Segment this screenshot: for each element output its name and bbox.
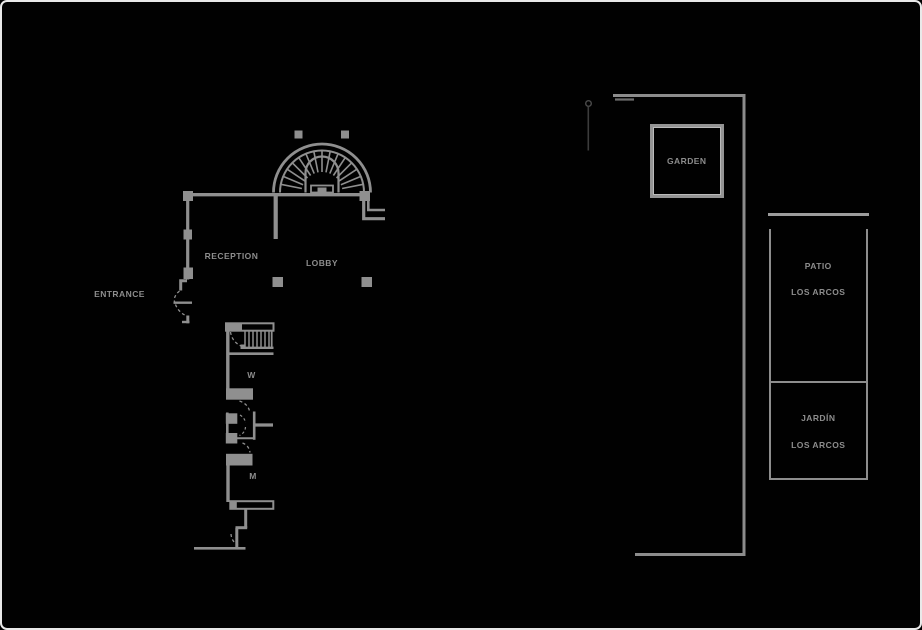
columns xyxy=(183,191,372,287)
entrance-door xyxy=(173,279,192,324)
stair-center-post xyxy=(317,187,327,193)
pole-marker xyxy=(585,99,593,151)
restroom-corridor xyxy=(194,330,275,550)
garden-box: GARDEN xyxy=(649,123,724,198)
lobby-label: LOBBY xyxy=(306,257,338,268)
corridor-stair xyxy=(225,322,275,356)
garden-label: GARDEN xyxy=(666,155,707,166)
w-room-wall xyxy=(226,388,253,400)
stair-post-right xyxy=(341,130,349,139)
reception-walls xyxy=(186,192,385,280)
spiral-staircase xyxy=(272,130,372,194)
jardin-label-line1: JARDÍN xyxy=(801,412,836,423)
jardin-label-line2: LOS ARCOS xyxy=(791,439,846,450)
womens-room-label: W xyxy=(247,369,256,380)
patio-label-line1: PATIO xyxy=(804,260,832,271)
patio-label-line2: LOS ARCOS xyxy=(791,286,846,297)
entrance-label: ENTRANCE xyxy=(94,288,145,299)
mens-room-label: M xyxy=(249,470,257,481)
jardin-los-arcos: JARDÍN LOS ARCOS xyxy=(768,381,868,480)
m-room-wall xyxy=(226,453,253,466)
patio-top-wall xyxy=(768,213,869,216)
garden-boundary xyxy=(613,94,746,556)
patio-los-arcos: PATIO LOS ARCOS xyxy=(768,228,868,382)
stair-post-left xyxy=(294,130,303,139)
reception-label: RECEPTION xyxy=(204,250,259,261)
